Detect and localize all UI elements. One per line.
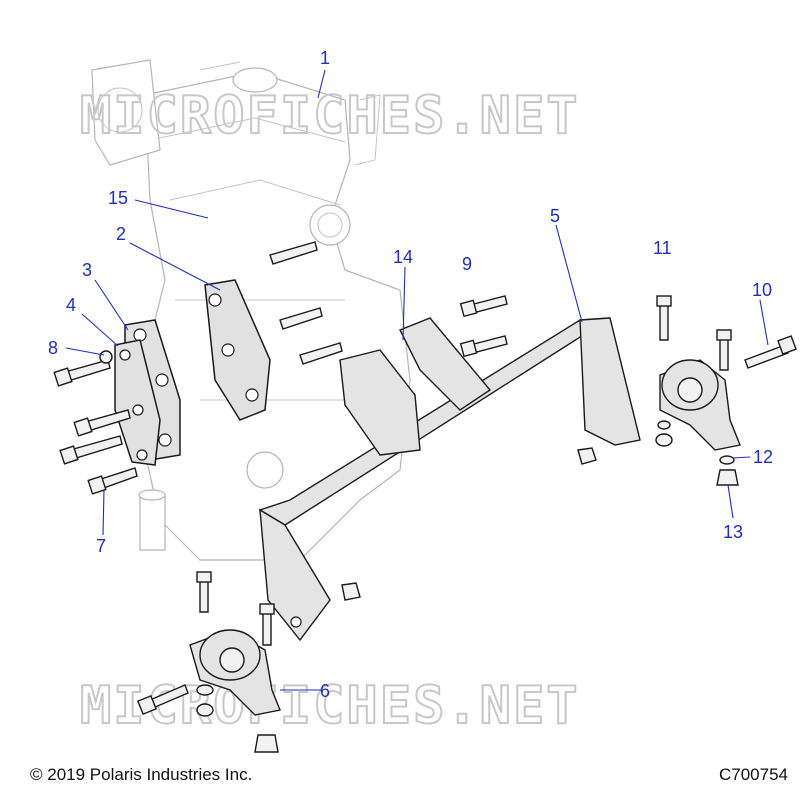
watermark-top: MICROFICHES.NET bbox=[80, 86, 580, 146]
right-engine-mount bbox=[577, 295, 797, 486]
callout-14: 14 bbox=[393, 247, 413, 267]
bottom-engine-mount bbox=[136, 571, 361, 753]
leader-lines bbox=[65, 69, 769, 691]
callout-12: 12 bbox=[753, 447, 773, 467]
callout-2: 2 bbox=[116, 224, 126, 244]
callouts: 1 2 3 4 5 6 7 8 9 10 11 12 13 14 15 bbox=[48, 48, 773, 701]
engine-outline bbox=[91, 59, 411, 561]
bolts bbox=[53, 241, 508, 495]
callout-7: 7 bbox=[96, 536, 106, 556]
callout-15: 15 bbox=[108, 188, 128, 208]
callout-5: 5 bbox=[550, 206, 560, 226]
main-bracket bbox=[258, 317, 641, 642]
copyright-text: © 2019 Polaris Industries Inc. bbox=[30, 765, 253, 784]
callout-9: 9 bbox=[462, 254, 472, 274]
figure-id: C700754 bbox=[718, 765, 788, 784]
watermark-bottom: MICROFICHES.NET bbox=[80, 676, 580, 736]
callout-6: 6 bbox=[320, 681, 330, 701]
callout-13: 13 bbox=[723, 522, 743, 542]
callout-11: 11 bbox=[653, 238, 672, 258]
callout-4: 4 bbox=[66, 295, 76, 315]
callout-1: 1 bbox=[320, 48, 330, 68]
left-mount-plates bbox=[114, 279, 271, 466]
callout-10: 10 bbox=[752, 280, 772, 300]
callout-3: 3 bbox=[82, 260, 92, 280]
callout-8: 8 bbox=[48, 338, 58, 358]
